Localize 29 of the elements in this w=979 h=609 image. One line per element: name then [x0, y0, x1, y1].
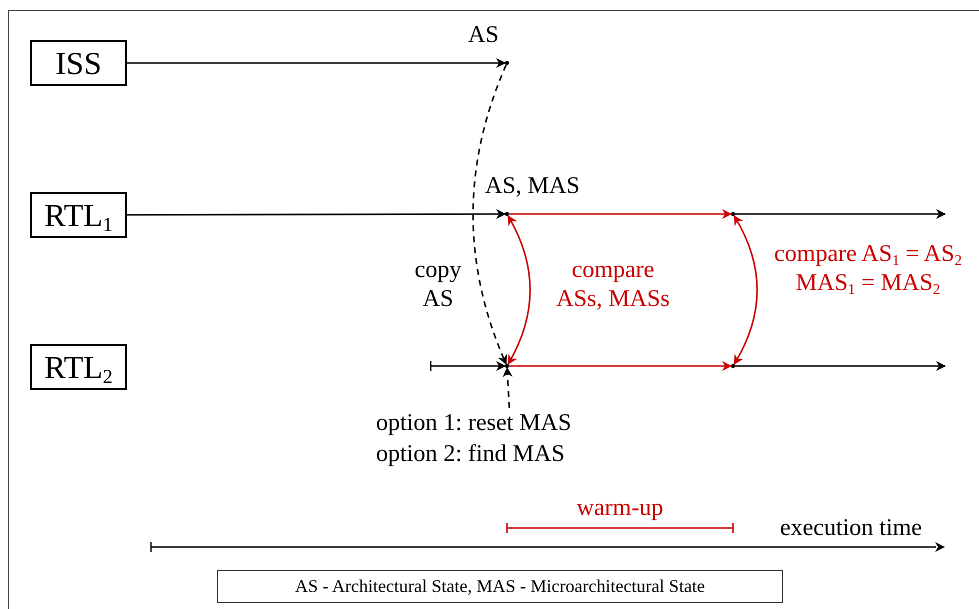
dashed-arrow: [472, 64, 508, 365]
axis-label: execution time: [780, 514, 922, 543]
arrow: [127, 209, 506, 220]
dashed-arrow: [502, 367, 513, 408]
arrow: [735, 361, 946, 371]
annotation-text: option 1: reset MAS: [376, 409, 572, 438]
junction-point: [505, 364, 509, 368]
edge-label: copy AS: [414, 256, 462, 314]
process-box: ISS: [30, 40, 127, 86]
junction-point: [731, 364, 735, 368]
arrow: [509, 209, 732, 219]
arrow: [430, 361, 506, 371]
arrow: [509, 361, 732, 371]
point-label: AS, MAS: [485, 172, 580, 200]
process-box: RTL$_{1}$: [30, 192, 127, 238]
arrow: [734, 215, 758, 365]
warm-up-label: warm-up: [576, 494, 664, 523]
arrow: [127, 58, 506, 68]
point-label: AS: [468, 21, 499, 49]
junction-point: [505, 61, 509, 65]
edge-label: compare AS$_{1}$ = AS$_{2}$ MAS$_{1}$ = MAS$_{2}$: [773, 240, 963, 298]
junction-point: [505, 212, 509, 216]
process-box: RTL$_{2}$: [30, 344, 127, 390]
edge-label: compare ASs, MASs: [555, 256, 671, 314]
junction-point: [731, 212, 735, 216]
arrow: [735, 209, 946, 219]
annotation-text: option 2: find MAS: [376, 440, 566, 469]
legend-note: AS - Architectural State, MAS - Microarchitectural State: [217, 570, 783, 603]
arrow: [507, 215, 531, 365]
